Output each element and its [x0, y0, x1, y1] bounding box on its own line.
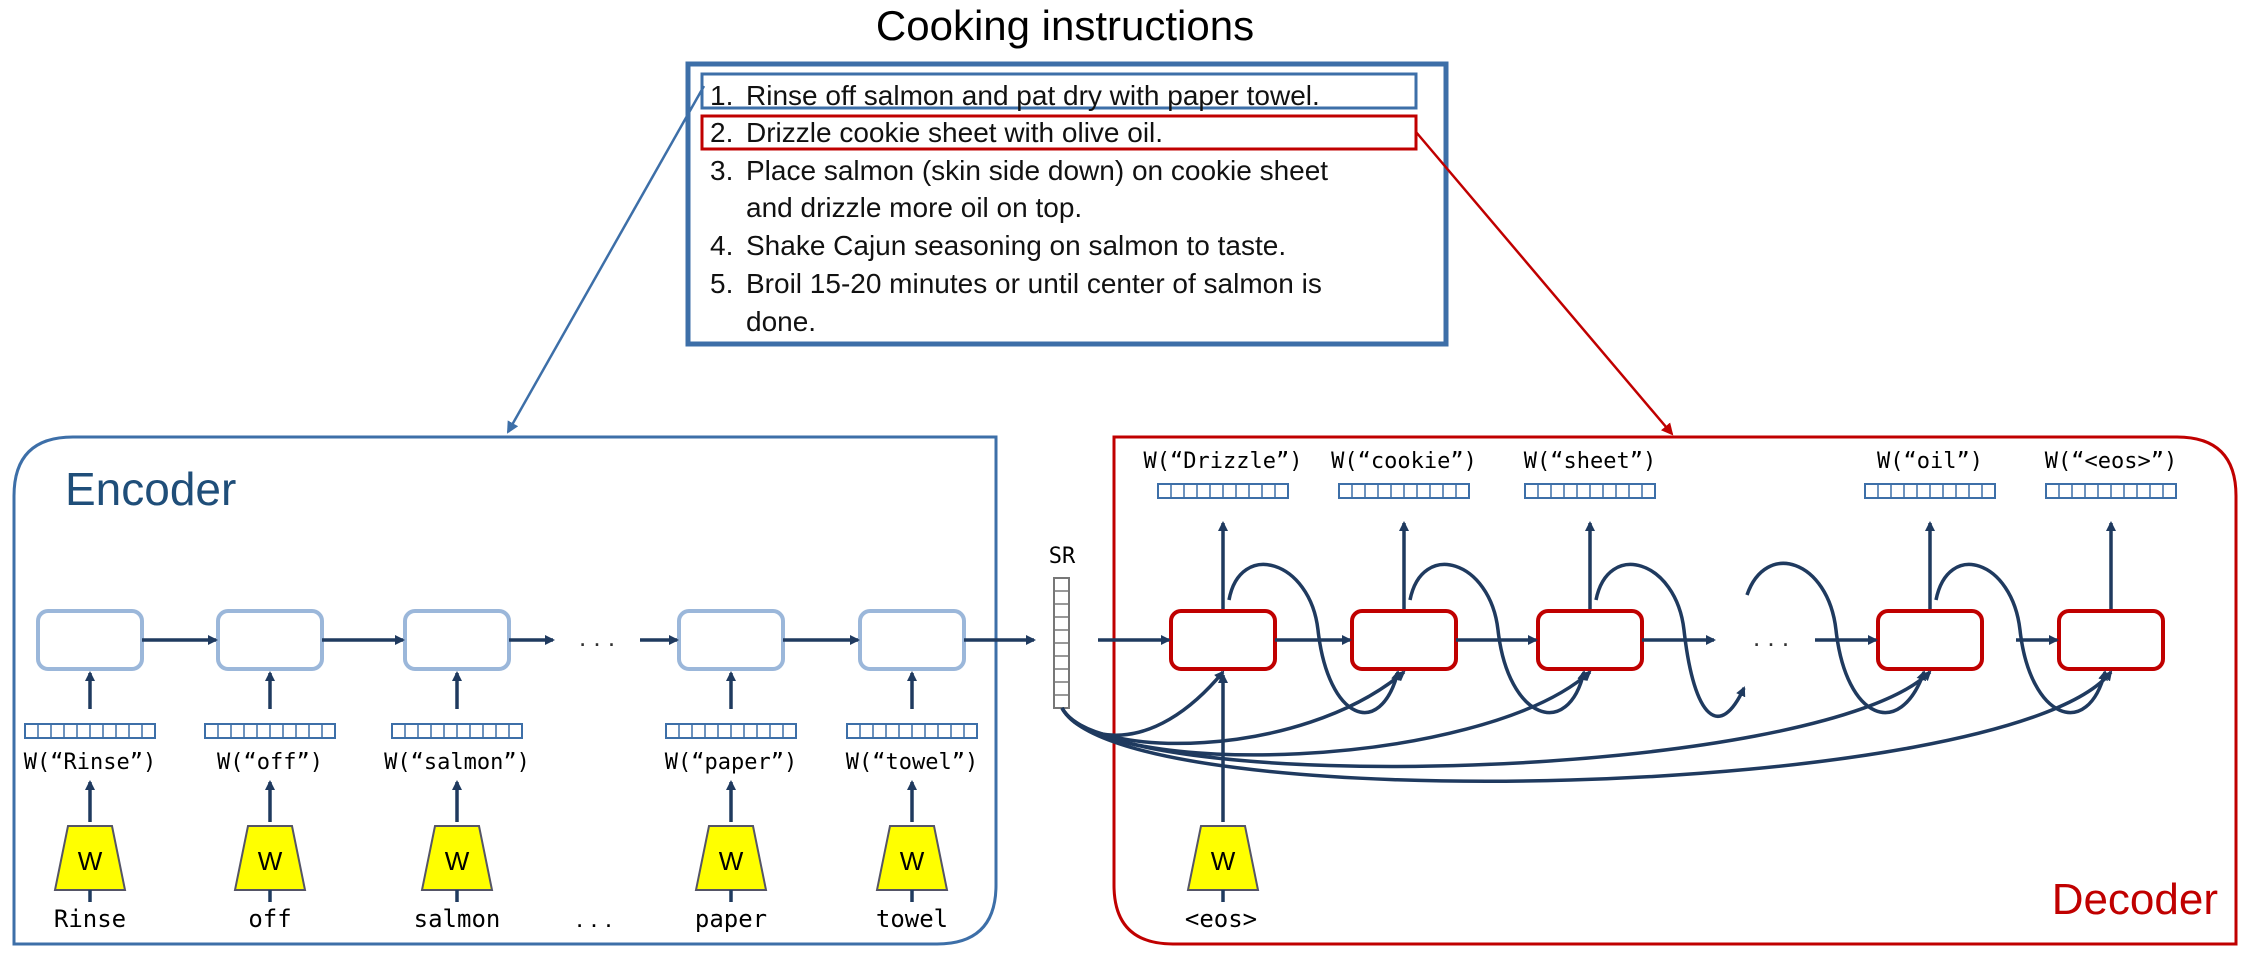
decoder-label: Decoder: [2052, 875, 2218, 924]
encoder-cell: [216, 609, 324, 671]
step3-text-line2: and drizzle more oil on top.: [746, 192, 1082, 223]
sr-label: SR: [1049, 544, 1076, 569]
encoder-cell: [858, 609, 966, 671]
decoder-feedback-loop: [1408, 562, 1588, 715]
encoder-input-word: salmon: [414, 905, 501, 933]
decoder-feedback-loop: [1745, 561, 1927, 715]
encoder-input-word: towel: [876, 905, 948, 933]
instructions-list: 1. Rinse off salmon and pat dry with pap…: [710, 80, 1328, 337]
instructions-box: [685, 61, 1449, 347]
encoder-input-ellipsis: . . .: [576, 903, 612, 933]
decoder-panel: [1112, 435, 2238, 946]
step4-number: 4.: [710, 230, 733, 261]
encoder-panel: [12, 435, 998, 946]
encoder-input-word: paper: [695, 905, 767, 933]
encoder-word-vector: [391, 723, 523, 739]
step1-text: Rinse off salmon and pat dry with paper …: [746, 80, 1320, 111]
encoder-cell: [403, 609, 511, 671]
encoder-label: Encoder: [65, 463, 236, 515]
encoder-embedding-layer: W: [875, 825, 949, 891]
encoder-embedding-label: W(“paper”): [665, 750, 797, 775]
decoder-output-vector: [1338, 483, 1470, 499]
page-title: Cooking instructions: [876, 2, 1254, 49]
decoder-cell: [1876, 609, 1984, 671]
encoder-word-vector: [665, 723, 797, 739]
step3-number: 3.: [710, 155, 733, 186]
decoder-feedback-loop: [1594, 562, 1746, 718]
decoder-output-label: W(“cookie”): [1331, 449, 1477, 474]
step1-to-encoder-arrow: [506, 85, 706, 434]
decoder-output-label: W(“Drizzle”): [1144, 449, 1303, 474]
decoder-output-label: W(“sheet”): [1524, 449, 1656, 474]
step2-number: 2.: [710, 117, 733, 148]
decoder-feedback-loop: [1227, 562, 1401, 715]
encoder-input-word: off: [248, 905, 291, 933]
encoder-embedding-layer: W: [694, 825, 768, 891]
encoder-cell: [36, 609, 144, 671]
encoder-input-word: Rinse: [54, 905, 126, 933]
decoder-output-vector: [2045, 483, 2177, 499]
step2-text: Drizzle cookie sheet with olive oil.: [746, 117, 1163, 148]
step3-text-line1: Place salmon (skin side down) on cookie …: [746, 155, 1328, 186]
encoder-chain-ellipsis: . . .: [579, 622, 615, 652]
sr-fanout-arrow: [1060, 670, 1225, 737]
decoder-chain-ellipsis: . . .: [1753, 622, 1789, 652]
embed-label: W: [445, 846, 470, 876]
step2-to-decoder-arrow: [1415, 131, 1674, 436]
step1-number: 1.: [710, 80, 733, 111]
decoder-chain: W(“Drizzle”) W(“cookie”) W(“sheet”) W(“oil”…: [1060, 449, 2177, 933]
decoder-output-label: W(“<eos>”): [2045, 449, 2177, 474]
encoder-embedding-layer: W: [233, 825, 307, 891]
encoder-embedding-label: W(“Rinse”): [24, 750, 156, 775]
embed-label: W: [258, 846, 283, 876]
sr-fanout-arrow: [1060, 670, 1932, 769]
decoder-output-vector: [1524, 483, 1656, 499]
decoder-output-label: W(“oil”): [1877, 449, 1983, 474]
encoder-word-vector: [24, 723, 156, 739]
embed-label: W: [1211, 846, 1236, 876]
encoder-embedding-label: W(“towel”): [846, 750, 978, 775]
encoder-word-vector: [846, 723, 978, 739]
sentence-representation: SR: [1049, 544, 1076, 709]
encoder-word-vector: [204, 723, 336, 739]
encoder-cell: [677, 609, 785, 671]
sr-fanout-arrow: [1060, 670, 2113, 783]
decoder-embedding-layer: W: [1186, 825, 1260, 891]
decoder-input-word: <eos>: [1185, 905, 1257, 933]
step4-text: Shake Cajun seasoning on salmon to taste…: [746, 230, 1286, 261]
encoder-embedding-layer: W: [420, 825, 494, 891]
embed-label: W: [900, 846, 925, 876]
step5-number: 5.: [710, 268, 733, 299]
embed-label: W: [719, 846, 744, 876]
decoder-cell: [2057, 609, 2165, 671]
decoder-feedback-loop: [1934, 562, 2108, 715]
encoder-embedding-layer: W: [53, 825, 127, 891]
decoder-output-vector: [1157, 483, 1289, 499]
step5-text-line1: Broil 15-20 minutes or until center of s…: [746, 268, 1322, 299]
embed-label: W: [78, 846, 103, 876]
encoder-embedding-label: W(“salmon”): [384, 750, 530, 775]
decoder-cell: [1350, 609, 1458, 671]
decoder-cell: [1536, 609, 1644, 671]
step5-text-line2: done.: [746, 306, 816, 337]
encoder-embedding-label: W(“off”): [217, 750, 323, 775]
sr-vector: [1053, 577, 1070, 709]
decoder-output-vector: [1864, 483, 1996, 499]
decoder-cell: [1169, 609, 1277, 671]
